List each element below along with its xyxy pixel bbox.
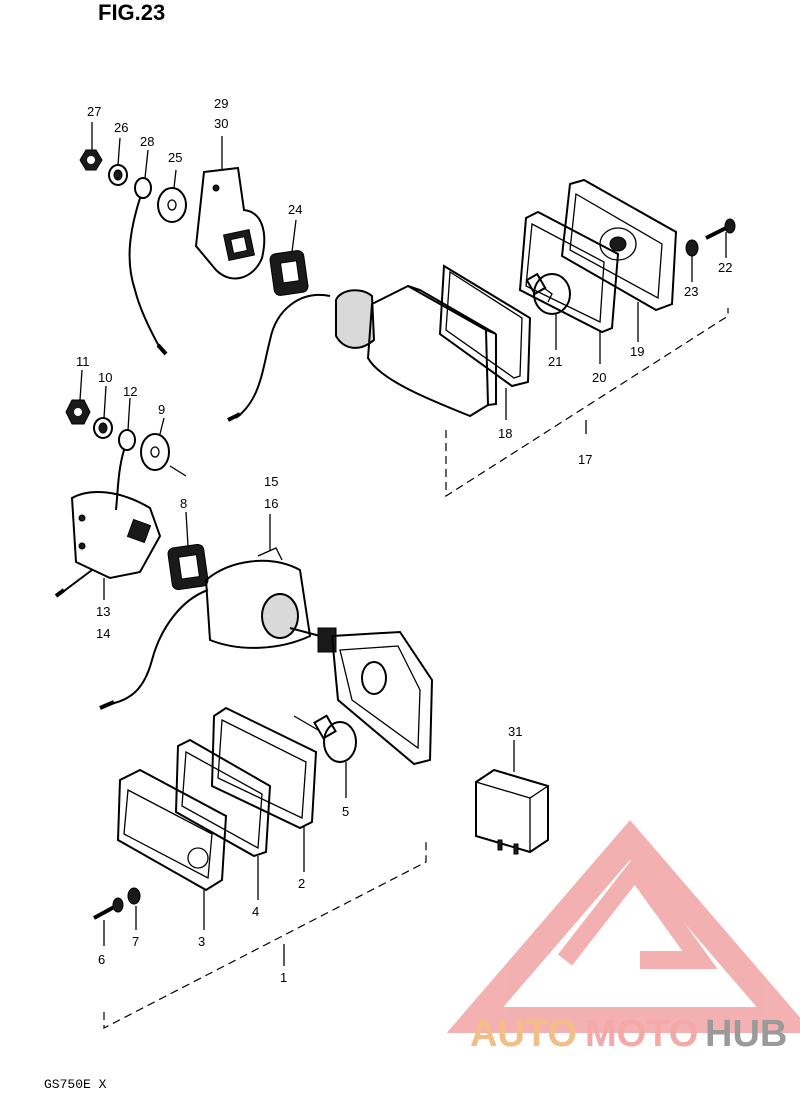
grommet-24 xyxy=(269,250,309,296)
ground-wire-12 xyxy=(115,429,136,511)
callout-9: 9 xyxy=(158,402,165,417)
bracket-29-30 xyxy=(194,166,266,280)
figure-title: FIG.23 xyxy=(98,0,165,25)
socket-shell xyxy=(289,627,434,766)
grommet-8 xyxy=(167,543,209,591)
front-signal-wire xyxy=(109,589,209,705)
callout-19: 19 xyxy=(630,344,644,359)
watermark-auto: AUTO xyxy=(470,1013,577,1055)
callout-20: 20 xyxy=(592,370,606,385)
screw-22 xyxy=(705,218,736,240)
front-ground-lead xyxy=(59,569,93,595)
nut-27 xyxy=(79,149,103,171)
callout-31: 31 xyxy=(508,724,522,739)
bracket-13-14 xyxy=(70,491,162,580)
callout-21: 21 xyxy=(548,354,562,369)
bulb-21 xyxy=(525,272,571,315)
washer-25 xyxy=(157,187,187,223)
rear-signal-wire xyxy=(235,293,331,419)
nut-11 xyxy=(65,399,91,425)
callout-3: 3 xyxy=(198,934,205,949)
callout-23: 23 xyxy=(684,284,698,299)
callout-1: 1 xyxy=(280,970,287,985)
callout-7: 7 xyxy=(132,934,139,949)
callout-14: 14 xyxy=(96,626,110,641)
callout-29: 29 xyxy=(214,96,228,111)
gasket-20 xyxy=(518,210,620,334)
callout-26: 26 xyxy=(114,120,128,135)
turn-signal-housing-17 xyxy=(335,284,497,418)
washer-9 xyxy=(140,433,170,471)
watermark-text: AUTO MOTO HUB xyxy=(470,1013,787,1055)
callout-8: 8 xyxy=(180,496,187,511)
callout-15: 15 xyxy=(264,474,278,489)
callout-30: 30 xyxy=(214,116,228,131)
callout-13: 13 xyxy=(96,604,110,619)
callout-17: 17 xyxy=(578,452,592,467)
callout-27: 27 xyxy=(87,104,101,119)
watermark-logo xyxy=(446,820,800,1033)
washer-23 xyxy=(685,239,699,257)
lens-3 xyxy=(116,768,228,892)
callout-labels: 27 26 28 25 29 30 24 22 23 21 19 20 18 1… xyxy=(76,96,732,985)
callout-6: 6 xyxy=(98,952,105,967)
callout-16: 16 xyxy=(264,496,278,511)
callout-2: 2 xyxy=(298,876,305,891)
group-bracket-17 xyxy=(445,308,729,498)
ground-wire-28 xyxy=(128,177,168,356)
gasket-2 xyxy=(210,706,318,830)
lock-washer-26 xyxy=(108,164,128,186)
relay-31 xyxy=(475,740,550,855)
gasket-18 xyxy=(438,264,532,388)
lock-washer-10 xyxy=(93,417,113,439)
group-bracket-1 xyxy=(103,840,427,1029)
housing-15-16 xyxy=(204,547,312,649)
callout-11: 11 xyxy=(76,354,90,369)
callout-12: 12 xyxy=(123,384,137,399)
callout-4: 4 xyxy=(252,904,259,919)
callout-10: 10 xyxy=(98,370,112,385)
leader-lines xyxy=(79,122,727,946)
callout-22: 22 xyxy=(718,260,732,275)
callout-25: 25 xyxy=(168,150,182,165)
callout-5: 5 xyxy=(342,804,349,819)
callout-24: 24 xyxy=(288,202,302,217)
bulb-5 xyxy=(293,714,357,763)
callout-28: 28 xyxy=(140,134,154,149)
watermark-hub: HUB xyxy=(705,1013,787,1055)
lens-19 xyxy=(560,178,678,312)
callout-18: 18 xyxy=(498,426,512,441)
watermark-moto: MOTO xyxy=(585,1013,698,1055)
model-code: GS750E X xyxy=(44,1077,107,1092)
screw-6 xyxy=(93,897,124,920)
gasket-4 xyxy=(174,738,272,858)
washer-7 xyxy=(127,887,141,905)
